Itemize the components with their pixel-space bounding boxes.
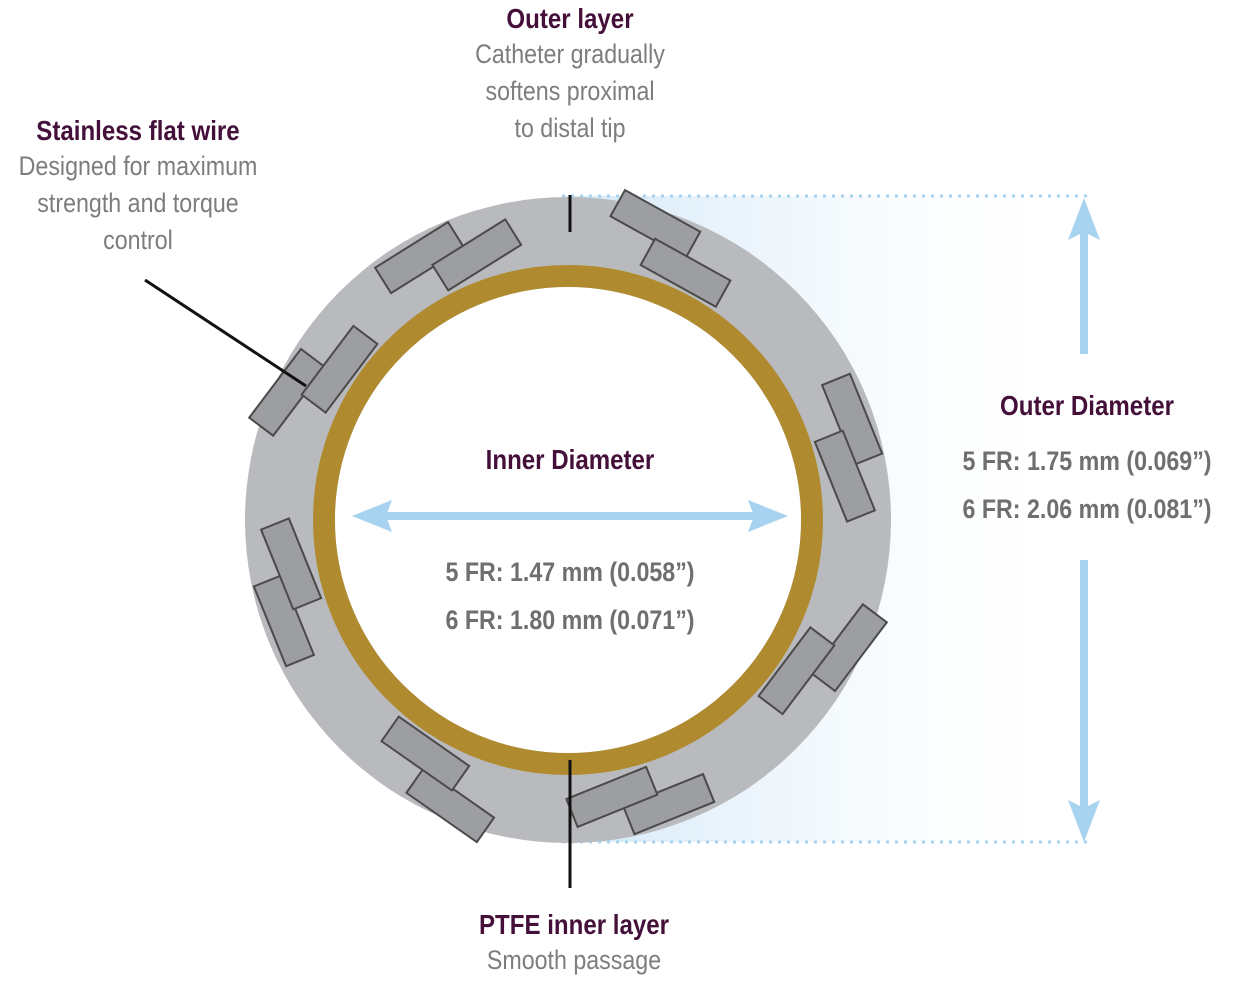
flat-wire-strand: [757, 625, 836, 716]
flat-wire-pair: [609, 188, 732, 309]
flat-wire-strand: [813, 429, 877, 523]
flat-wire-pair: [813, 372, 884, 523]
flat-wire-strand: [247, 347, 327, 438]
flat-wire-pair: [373, 218, 523, 295]
flat-wire-pair: [252, 517, 323, 668]
outer-layer-desc-line-3: to distal tip: [514, 113, 626, 143]
inner-diameter-arrow: [352, 500, 788, 532]
flat-wire-pair: [757, 602, 889, 716]
stainless-flat-wire-group: [247, 188, 889, 844]
flat-wire-strand: [373, 220, 466, 295]
outer-diameter-title: Outer Diameter: [1000, 390, 1174, 421]
flat-wire-strand: [405, 766, 496, 844]
flat-wire-strand: [300, 324, 379, 415]
outer-diameter-5fr: 5 FR: 1.75 mm (0.069”): [962, 446, 1212, 476]
outer-layer-desc-line-2: softens proximal: [485, 76, 655, 106]
outer-arrow-bottom-head: [1068, 800, 1100, 842]
ptfe-desc-line-1: Smooth passage: [486, 945, 662, 975]
flat-wire-strand: [380, 715, 471, 792]
stainless-flat-wire-label: Stainless flat wire Designed for maximum…: [9, 114, 267, 259]
flat-wire-desc-line-1: Designed for maximum: [18, 151, 258, 181]
ptfe-inner-layer-label: PTFE inner layer Smooth passage: [445, 908, 703, 979]
flat-wire-strand: [820, 372, 884, 467]
outer-layer-title: Outer layer: [506, 3, 634, 34]
inner-diameter-5fr: 5 FR: 1.47 mm (0.058”): [445, 557, 695, 587]
flat-wire-strand: [621, 772, 716, 836]
flat-wire-strand: [609, 188, 702, 260]
flat-wire-desc-line-3: control: [103, 225, 173, 255]
inner-arrow-right-head: [748, 500, 788, 532]
inner-diameter-values: 5 FR: 1.47 mm (0.058”) 6 FR: 1.80 mm (0.…: [424, 548, 716, 644]
flat-wire-pair: [565, 765, 716, 836]
flat-wire-strand: [252, 573, 316, 668]
outer-diameter-arrow: [1068, 198, 1100, 842]
flat-wire-desc-line-2: strength and torque: [37, 188, 239, 218]
ptfe-inner-ring: [313, 265, 823, 775]
flat-wire-strand: [565, 765, 659, 829]
outer-layer-label: Outer layer Catheter gradually softens p…: [441, 2, 699, 147]
inner-arrow-left-head: [352, 500, 392, 532]
flat-wire-pair: [380, 715, 496, 844]
flat-wire-strand: [639, 237, 732, 309]
flat-wire-strand: [430, 218, 523, 292]
flat-wire-leader-line: [144, 278, 307, 388]
outer-layer-desc-line-1: Catheter gradually: [475, 39, 665, 69]
inner-diameter-title-block: Inner Diameter: [441, 443, 699, 477]
outer-arrow-top-head: [1068, 198, 1100, 240]
ptfe-title: PTFE inner layer: [478, 909, 670, 940]
outer-diameter-label: Outer Diameter 5 FR: 1.75 mm (0.069”) 6 …: [945, 389, 1229, 533]
inner-diameter-title: Inner Diameter: [485, 444, 655, 475]
flat-wire-pair: [247, 324, 379, 438]
flat-wire-title: Stainless flat wire: [36, 115, 240, 146]
inner-diameter-6fr: 6 FR: 1.80 mm (0.071”): [445, 605, 695, 635]
flat-wire-strand: [809, 602, 889, 693]
outer-diameter-6fr: 6 FR: 2.06 mm (0.081”): [962, 494, 1212, 524]
flat-wire-strand: [259, 517, 323, 611]
